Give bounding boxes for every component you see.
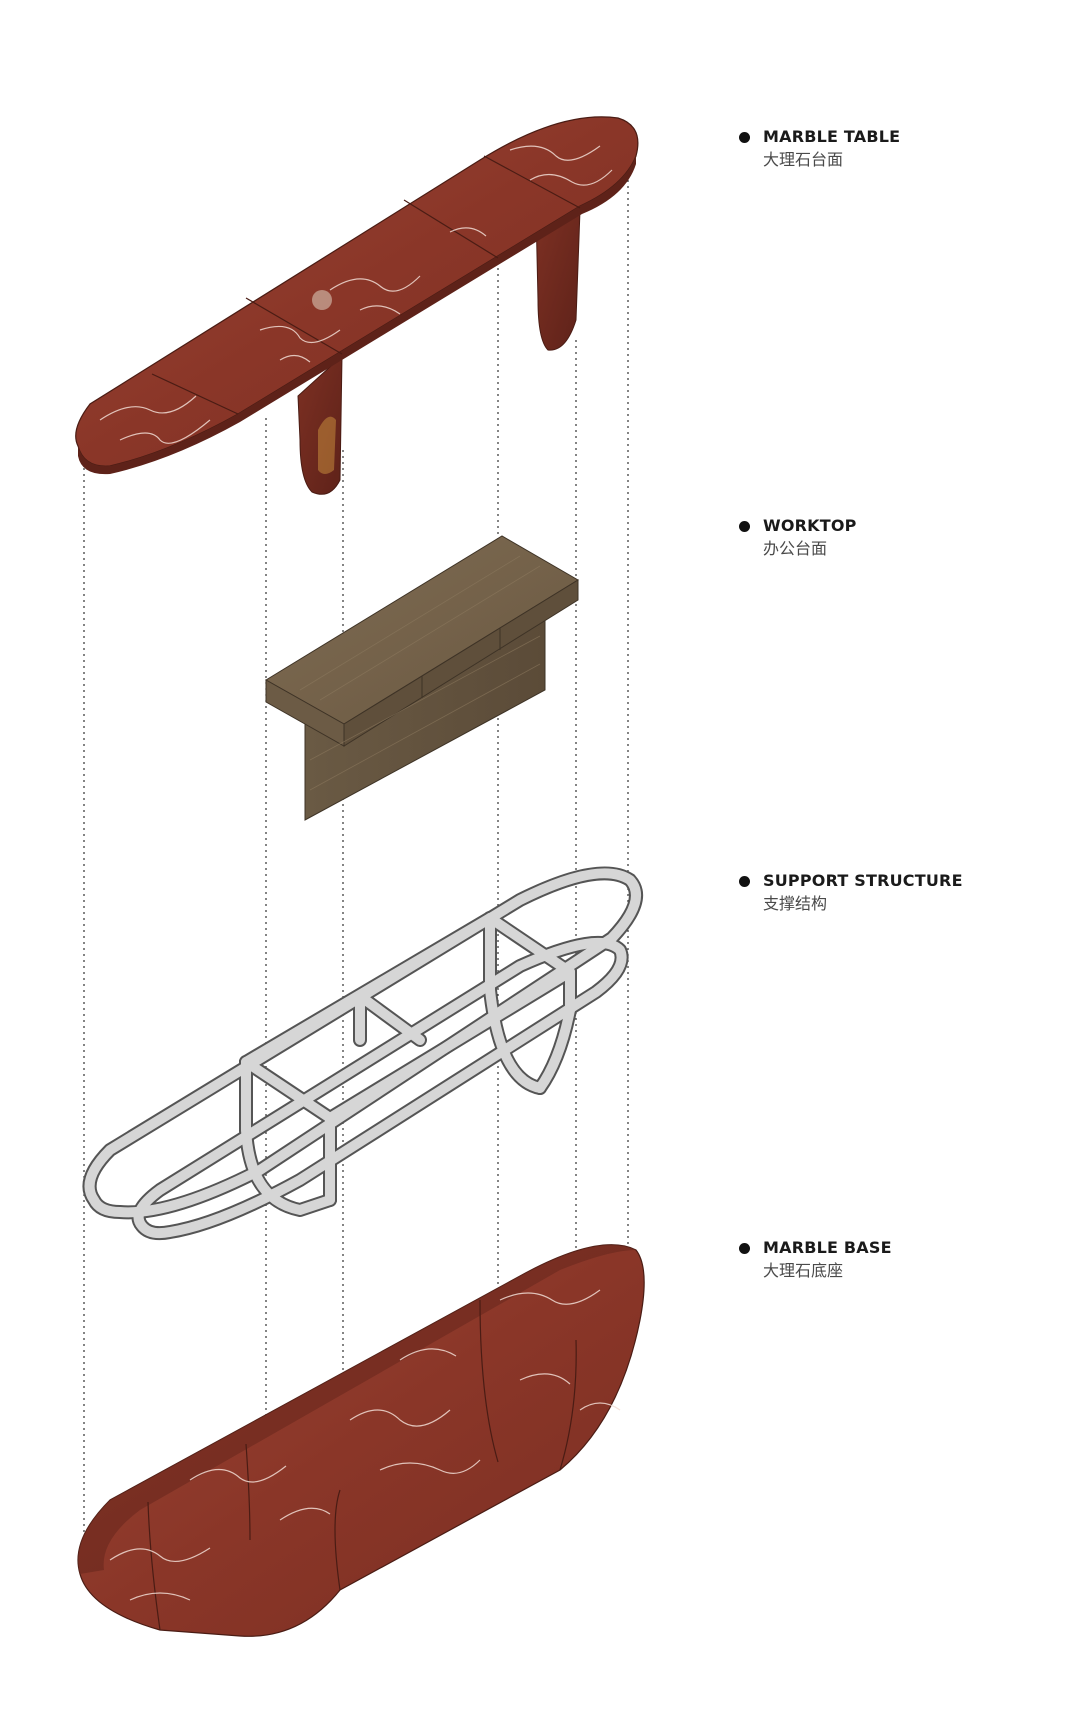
marble-vein <box>99 395 197 421</box>
frame-leg-arc-fill <box>485 985 545 1093</box>
wood-grain <box>309 663 541 791</box>
base-joint <box>245 1443 251 1541</box>
marble-vein <box>359 305 401 315</box>
bullet-icon <box>739 1243 750 1254</box>
marble-vein <box>529 169 613 186</box>
marble-vein <box>259 325 341 344</box>
marble-vein <box>189 1465 287 1483</box>
table-leg-left-inner <box>318 416 336 474</box>
bullet-icon <box>739 876 750 887</box>
frame-rail-fill <box>325 967 575 1123</box>
worktop-illustration <box>265 535 579 821</box>
table-joint <box>151 373 239 415</box>
wood-grain <box>299 555 521 691</box>
component-name: MARBLE TABLE <box>763 127 901 146</box>
component-name: WORKTOP <box>763 516 857 535</box>
frame-outer-ring-fill <box>84 868 641 1218</box>
marble-vein <box>119 419 211 444</box>
marble-vein <box>129 1592 191 1601</box>
marble-vein <box>349 1409 451 1427</box>
bullet-icon <box>739 521 750 532</box>
component-name: SUPPORT STRUCTURE <box>763 871 963 890</box>
table-joint <box>245 297 343 355</box>
table-leg-right <box>535 209 581 351</box>
base-joint <box>147 1501 161 1631</box>
marble-vein <box>279 1507 331 1521</box>
wood-grain <box>319 565 541 701</box>
component-label-marble-table: MARBLE TABLE 大理石台面 <box>739 126 901 172</box>
marble-vein <box>109 1547 211 1563</box>
marble-vein <box>329 275 421 292</box>
marble-vein <box>399 1348 457 1361</box>
marble-inclusion <box>312 290 332 310</box>
component-label-worktop: WORKTOP 办公台面 <box>739 515 857 561</box>
marble-vein <box>379 1459 481 1474</box>
frame-inner-ring-fill <box>133 937 627 1239</box>
worktop-side <box>265 679 345 747</box>
marble-vein <box>519 1373 571 1385</box>
frame-leg-arc-fill <box>241 1125 335 1215</box>
base-joint <box>334 1489 341 1591</box>
frame-cross-fill <box>355 991 425 1045</box>
frame-rail-fill <box>241 913 495 1067</box>
frame-cross-fill <box>485 913 575 977</box>
table-joint <box>403 199 499 259</box>
component-name: MARBLE BASE <box>763 1238 892 1257</box>
frame-leg-arc-fill <box>535 1005 575 1093</box>
marble-vein <box>279 354 311 363</box>
marble-vein <box>509 145 601 161</box>
bullet-icon <box>739 132 750 143</box>
component-name-zh: 办公台面 <box>763 539 828 558</box>
component-name-zh: 大理石台面 <box>763 150 844 169</box>
base-joint <box>559 1339 577 1471</box>
marble-vein <box>499 1289 601 1305</box>
component-name-zh: 大理石底座 <box>763 1261 844 1280</box>
base-joint <box>479 1299 499 1463</box>
marble-table-illustration <box>75 116 639 495</box>
support-structure-illustration <box>82 866 643 1241</box>
component-label-support-structure: SUPPORT STRUCTURE 支撑结构 <box>739 870 963 916</box>
frame-cross-fill <box>241 1057 335 1123</box>
marble-vein <box>579 1402 621 1411</box>
marble-vein <box>449 227 487 237</box>
wood-grain <box>309 635 541 761</box>
table-joint <box>483 155 581 209</box>
component-label-marble-base: MARBLE BASE 大理石底座 <box>739 1237 892 1283</box>
component-name-zh: 支撑结构 <box>763 894 828 913</box>
marble-base-illustration <box>77 1244 645 1637</box>
